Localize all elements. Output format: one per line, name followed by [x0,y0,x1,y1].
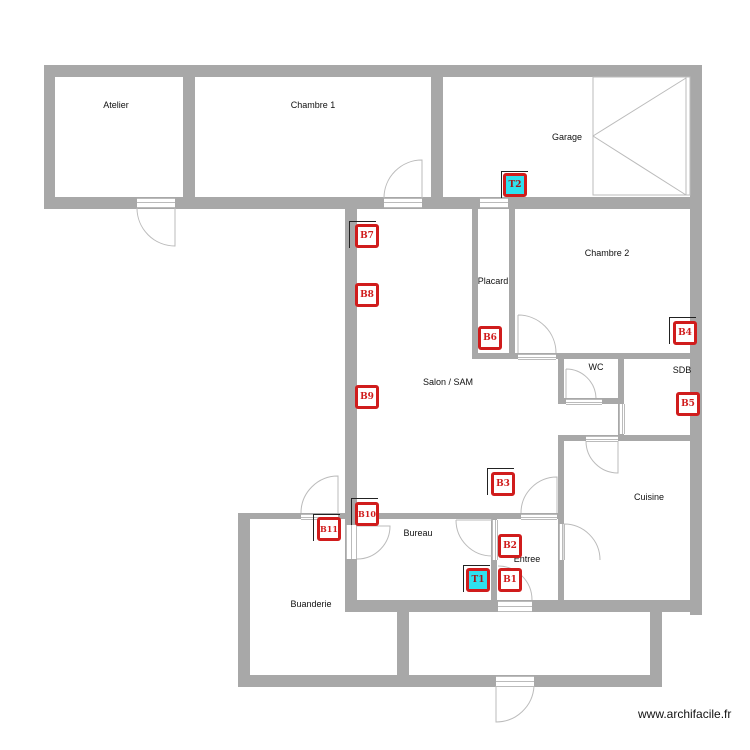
door[interactable] [619,404,625,434]
room-label-cuisine: Cuisine [633,492,665,502]
wall [397,607,409,687]
wall [491,513,497,607]
wall [618,353,624,441]
wall [238,513,250,687]
marker-b1[interactable]: B1 [498,568,522,592]
wall [472,353,702,359]
room-label-garage: Garage [551,132,583,142]
marker-b11[interactable]: B11 [317,517,341,541]
marker-frame [313,514,340,541]
door[interactable] [498,601,532,612]
wall [44,197,702,209]
marker-b10[interactable]: B10 [355,502,379,526]
marker-frame [501,171,528,198]
door[interactable] [496,676,534,687]
room-label-buanderie: Buanderie [290,599,332,609]
wall [431,65,443,209]
marker-b7[interactable]: B7 [355,224,379,248]
room-label-atelier: Atelier [103,100,129,110]
marker-b4[interactable]: B4 [673,321,697,345]
wall [238,513,564,519]
room-label-chambre-2: Chambre 2 [584,248,630,258]
door[interactable] [492,520,498,560]
marker-b8[interactable]: B8 [355,283,379,307]
marker-b9[interactable]: B9 [355,385,379,409]
door[interactable] [566,399,602,405]
door[interactable] [384,198,422,208]
wall [472,209,478,359]
wall [558,435,564,607]
room-label-chambre-1: Chambre 1 [290,100,336,110]
marker-frame [463,565,490,592]
room-label-placard: Placard [477,276,509,286]
door[interactable] [137,198,175,208]
door[interactable] [521,514,557,520]
marker-t1[interactable]: T1 [466,568,490,592]
wall [44,65,55,209]
door[interactable] [480,198,508,208]
marker-frame [669,317,696,344]
wall [650,607,662,687]
wall [238,675,662,687]
marker-b5[interactable]: B5 [676,392,700,416]
watermark: www.archifacile.fr [638,707,732,721]
wall [558,353,564,404]
marker-frame [487,468,514,495]
door[interactable] [346,525,357,559]
wall [44,65,702,77]
room-label-salon: Salon / SAM [422,377,474,387]
marker-t2[interactable]: T2 [503,173,527,197]
room-label-entree: Entree [513,554,541,564]
marker-b2[interactable]: B2 [498,534,522,558]
room-label-sdb: SDB [672,365,692,375]
wall [509,209,515,359]
room-label-wc: WC [588,362,604,372]
marker-b6[interactable]: B6 [478,326,502,350]
door[interactable] [586,436,618,442]
marker-b3[interactable]: B3 [491,472,515,496]
door[interactable] [518,354,556,360]
wall [183,65,195,209]
marker-frame [349,221,376,248]
room-label-bureau: Bureau [403,528,433,538]
wall [558,435,702,441]
marker-frame [351,498,378,525]
wall [345,209,357,612]
